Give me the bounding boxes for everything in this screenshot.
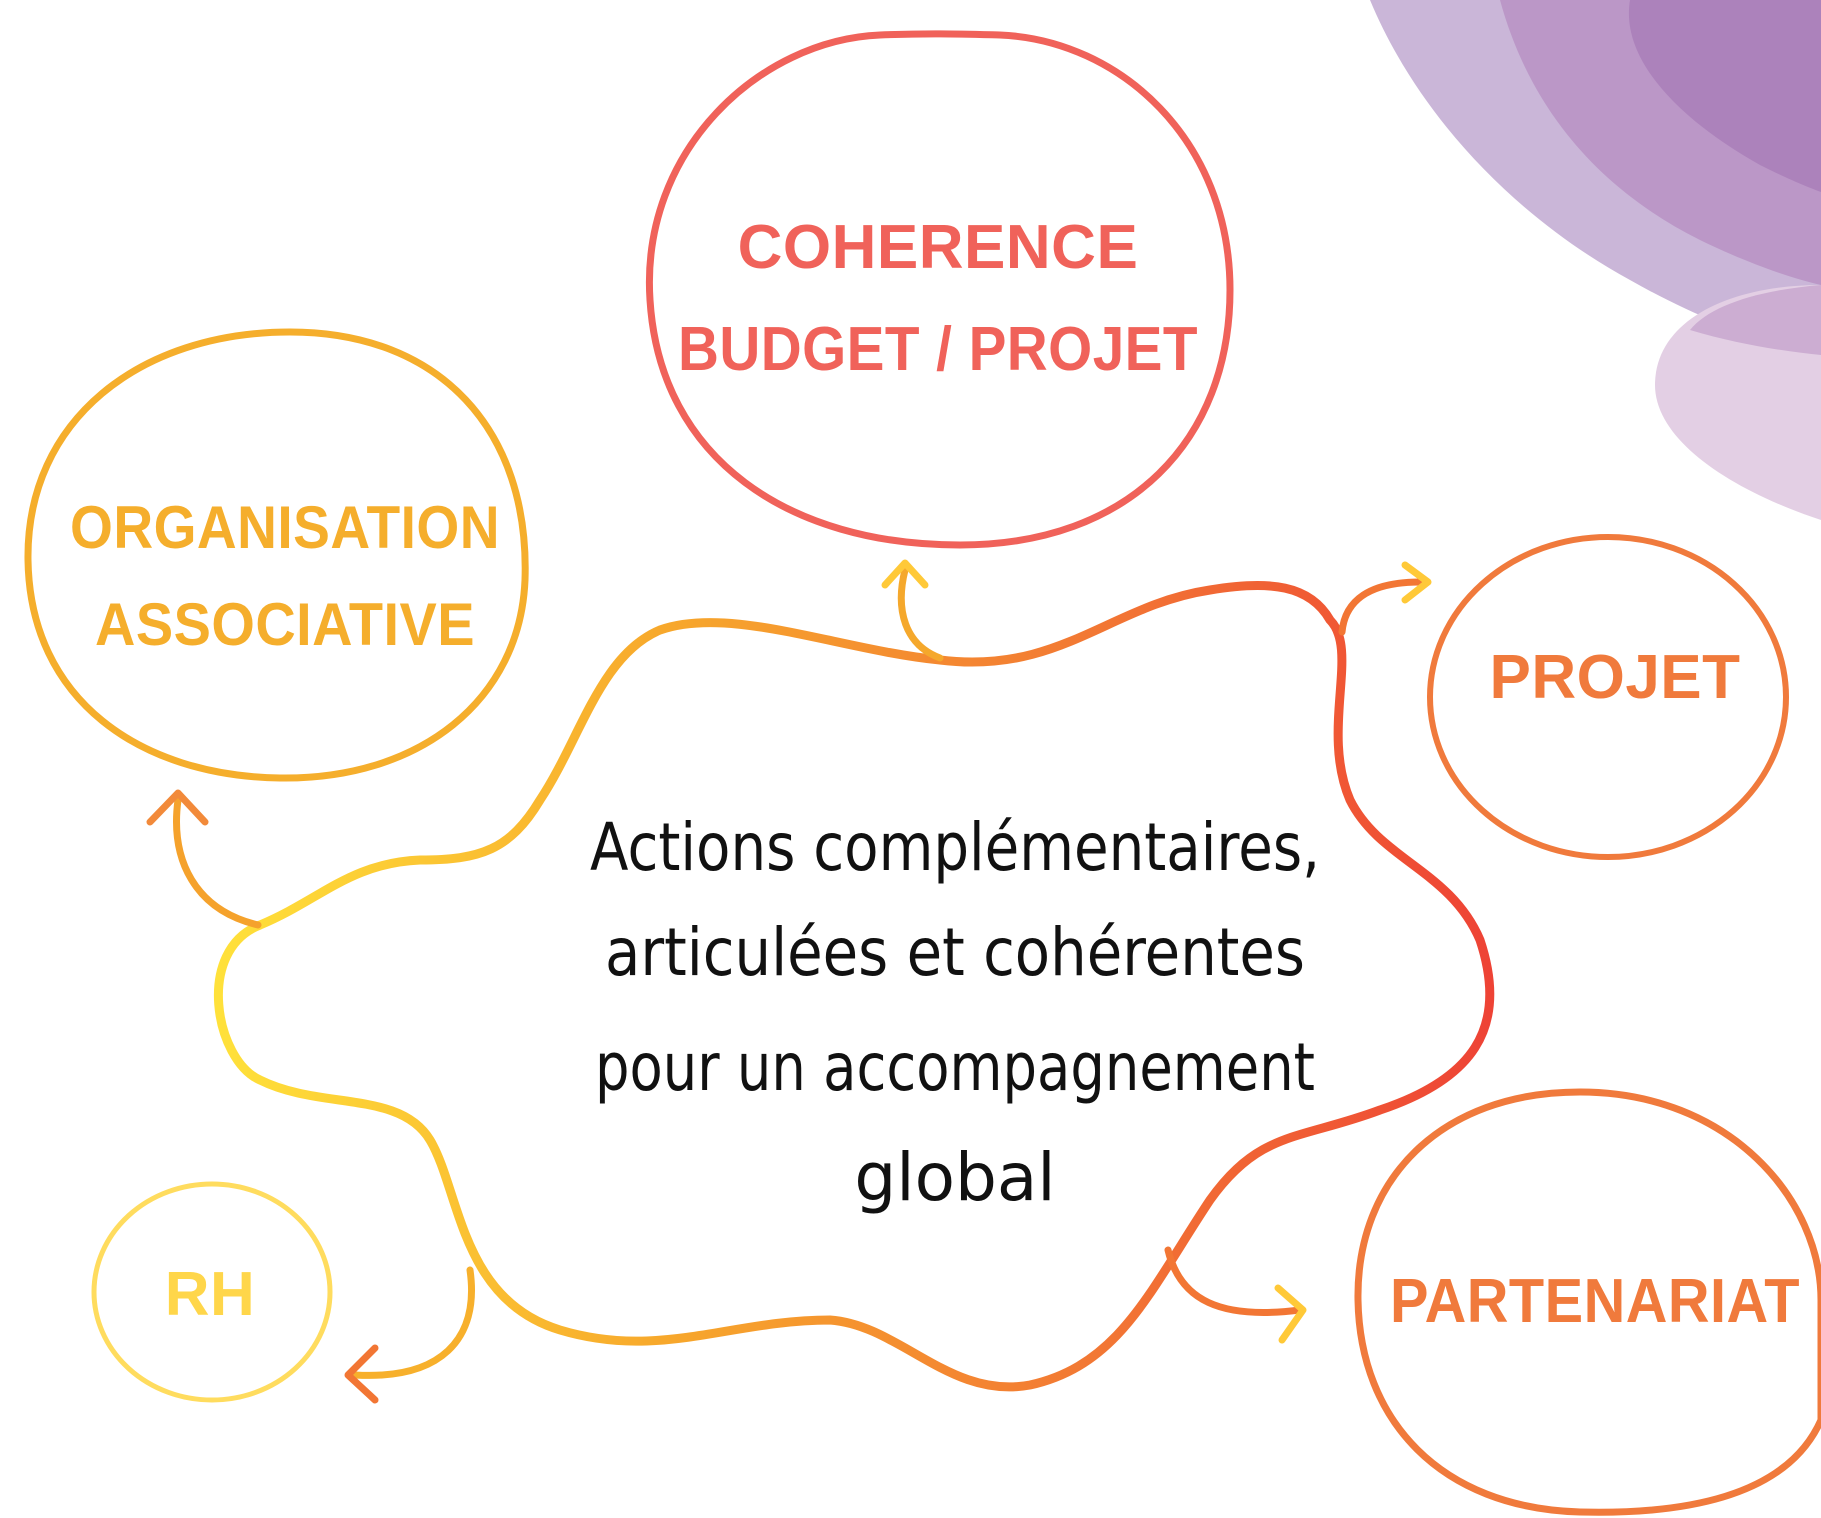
node-projet: PROJET <box>1427 534 1789 860</box>
center-text-line1: Actions complémentaires, <box>590 809 1320 886</box>
arrow-to-partenariat-head <box>1274 1284 1307 1344</box>
center-text-line2: articulées et cohérentes <box>605 914 1305 991</box>
node-coherence-circle <box>645 30 1234 549</box>
node-projet-circle <box>1427 534 1789 860</box>
node-organisation-circle <box>24 328 529 782</box>
node-partenariat-circle <box>1354 1088 1821 1516</box>
decor-shape-dark <box>1628 0 1821 192</box>
arrow-to-organisation <box>146 789 262 929</box>
arrow-to-projet-head <box>1401 561 1432 604</box>
decorative-purple-shapes <box>1370 0 1821 520</box>
arrow-to-projet <box>1338 561 1432 636</box>
node-rh-label: RH <box>165 1260 256 1329</box>
arrow-to-organisation-head <box>146 789 209 826</box>
center-text-line4: global <box>854 1139 1055 1216</box>
arrow-to-coherence-head <box>881 559 929 589</box>
central-cloud-outline <box>213 581 1495 1392</box>
center-text-line3: pour un accompagnement <box>595 1029 1315 1106</box>
arrow-to-rh-line <box>351 1266 475 1379</box>
node-projet-label: PROJET <box>1489 643 1740 712</box>
arrow-to-projet-line <box>1338 578 1424 636</box>
arrow-to-rh-head <box>344 1344 379 1404</box>
arrow-to-rh <box>344 1266 475 1404</box>
node-organisation: ORGANISATION ASSOCIATIVE <box>24 328 529 782</box>
node-rh-circle <box>91 1181 333 1403</box>
arrow-to-coherence <box>881 559 944 662</box>
arrow-to-coherence-line <box>897 566 944 662</box>
node-coherence: COHERENCE BUDGET / PROJET <box>645 30 1234 549</box>
node-coherence-line1: COHERENCE <box>738 213 1139 282</box>
arrow-to-partenariat <box>1164 1246 1307 1344</box>
node-organisation-line1: ORGANISATION <box>70 494 500 561</box>
node-rh: RH <box>91 1181 333 1403</box>
node-organisation-line2: ASSOCIATIVE <box>95 591 475 658</box>
arrow-to-partenariat-line <box>1164 1246 1304 1316</box>
node-partenariat-label: PARTENARIAT <box>1390 1267 1800 1336</box>
arrow-to-organisation-line <box>173 796 262 929</box>
node-partenariat: PARTENARIAT <box>1354 1088 1821 1516</box>
decor-shape-pale-overlap <box>1690 285 1821 355</box>
node-coherence-line2: BUDGET / PROJET <box>678 315 1198 384</box>
center-text: Actions complémentaires, articulées et c… <box>590 809 1320 1216</box>
